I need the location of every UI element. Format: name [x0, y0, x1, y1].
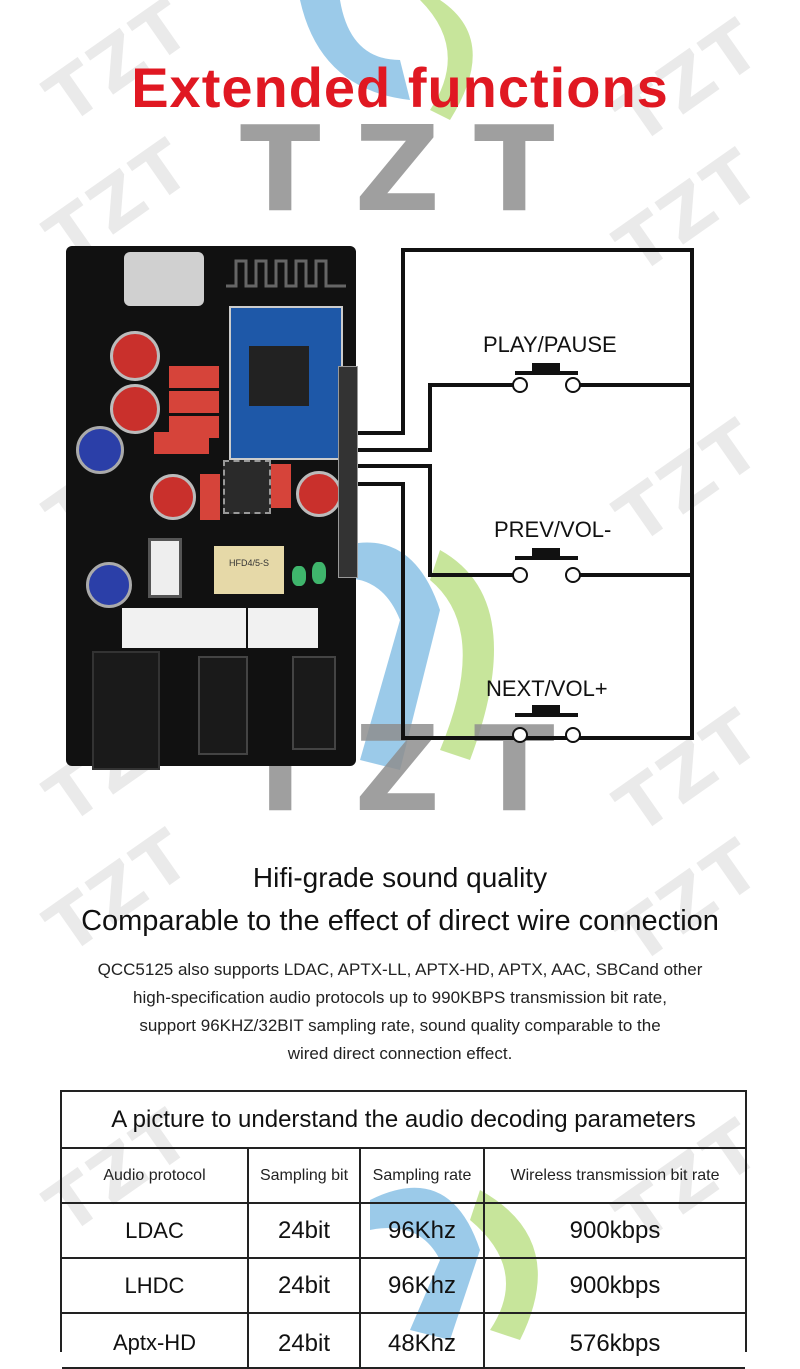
table-cell: 96Khz [361, 1259, 485, 1314]
table-cell: 900kbps [485, 1204, 745, 1259]
subheadline: Comparable to the effect of direct wire … [81, 905, 719, 937]
table-header: Wireless transmission bit rate [485, 1149, 745, 1204]
relay: HFD4/5-S [214, 546, 284, 594]
play-pause-label: PLAY/PAUSE [483, 332, 617, 357]
led-green [312, 562, 326, 584]
table-header: Sampling bit [249, 1149, 361, 1204]
description-line: high-specification audio protocols up to… [133, 988, 667, 1007]
description: QCC5125 also supports LDAC, APTX-LL, APT… [60, 956, 740, 1068]
table-cell: 900kbps [485, 1259, 745, 1314]
dc-jack [92, 651, 160, 770]
table-cell: LHDC [62, 1259, 249, 1314]
page-title: Extended functions [131, 56, 669, 119]
description-line: QCC5125 also supports LDAC, APTX-LL, APT… [97, 960, 703, 979]
capacitor-blue [76, 426, 124, 474]
prev-vol-label: PREV/VOL- [494, 517, 612, 542]
next-vol-switch [512, 705, 581, 743]
table-cell: 24bit [249, 1314, 361, 1369]
film-capacitor [169, 391, 219, 413]
film-capacitor [169, 366, 219, 388]
table-cell: 48Khz [361, 1314, 485, 1369]
jst-connector [122, 608, 180, 648]
led-green [292, 566, 306, 586]
play-pause-switch [512, 363, 581, 393]
table-header: Sampling rate [361, 1149, 485, 1204]
prev-vol-switch [512, 548, 581, 583]
wiring-diagram [355, 248, 694, 743]
table-cell: 96Khz [361, 1204, 485, 1259]
table-cell: Aptx-HD [62, 1314, 249, 1369]
pin-header [338, 366, 358, 578]
description-line: support 96KHZ/32BIT sampling rate, sound… [139, 1016, 661, 1035]
table-cell: 576kbps [485, 1314, 745, 1369]
antenna [226, 259, 346, 288]
jst-connector [248, 608, 318, 648]
table-cell: LDAC [62, 1204, 249, 1259]
pcb-board: HFD4/5-S [66, 246, 358, 770]
table-cell: 24bit [249, 1259, 361, 1314]
film-capacitor [154, 432, 209, 454]
capacitor [150, 474, 196, 520]
watermark-logo-top: TZT [240, 100, 589, 238]
capacitor [296, 471, 342, 517]
module-chip [249, 346, 309, 406]
logo-swoosh-mid [330, 542, 494, 770]
audio-jack [292, 656, 336, 750]
description-line: wired direct connection effect. [287, 1044, 513, 1063]
parameter-table: A picture to understand the audio decodi… [60, 1090, 747, 1369]
table-title: A picture to understand the audio decodi… [62, 1092, 745, 1149]
usb-c-connector [124, 252, 204, 306]
next-vol-label: NEXT/VOL+ [486, 676, 608, 701]
film-capacitor [271, 464, 291, 508]
capacitor-blue [86, 562, 132, 608]
audio-jack [198, 656, 248, 755]
slide-switch [148, 538, 182, 598]
headline: Hifi-grade sound quality [252, 862, 548, 893]
table-header: Audio protocol [62, 1149, 249, 1204]
logo-swoosh-bottom [370, 1187, 538, 1340]
jst-connector [176, 608, 246, 648]
film-capacitor [200, 474, 220, 520]
logo-swoosh-top [300, 0, 473, 120]
capacitor [110, 331, 160, 381]
capacitor [110, 384, 160, 434]
dac-chip [223, 460, 271, 514]
relay-label: HFD4/5-S [228, 558, 269, 568]
table-cell: 24bit [249, 1204, 361, 1259]
